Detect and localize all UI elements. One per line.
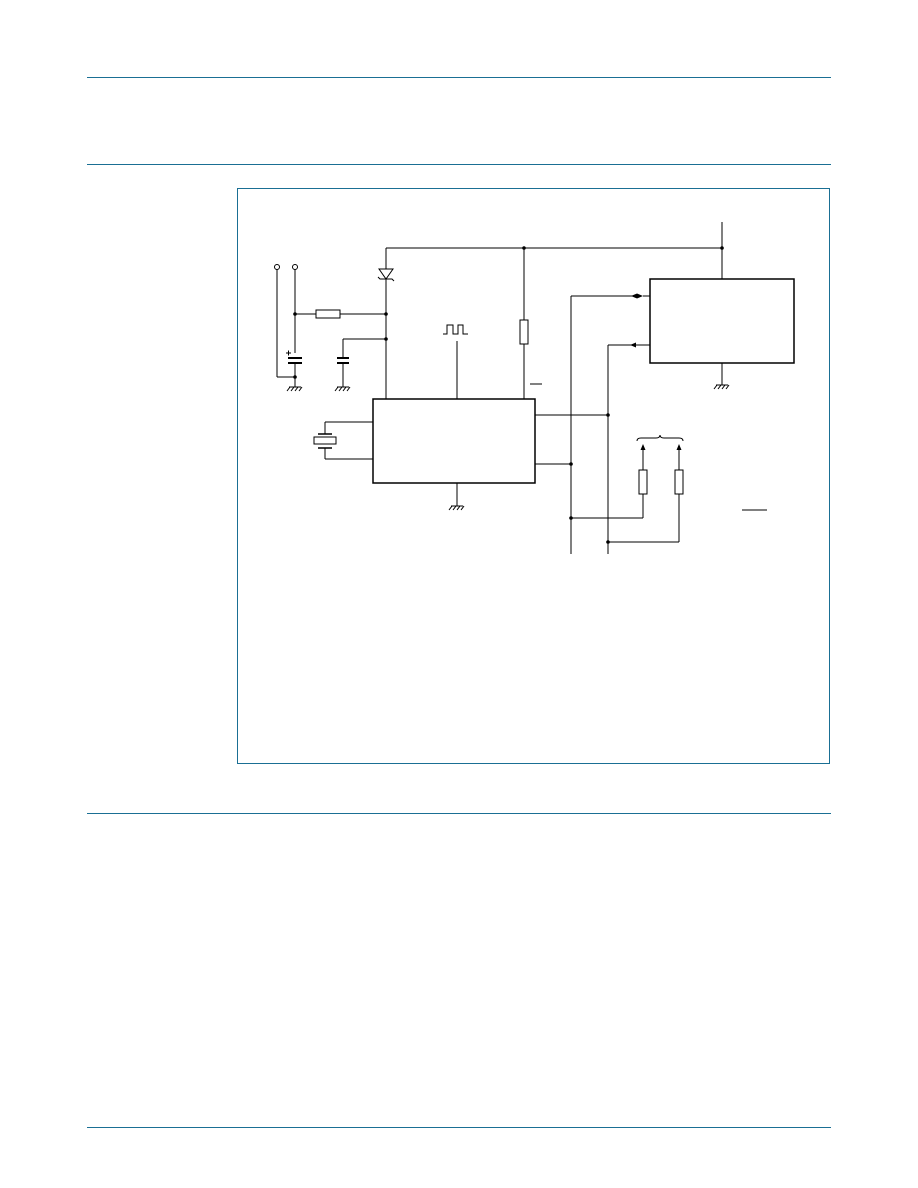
bus-lines: [535, 293, 650, 554]
supply-rail: [386, 222, 724, 279]
crystal: [313, 421, 373, 460]
pull-up-resistor: [519, 248, 542, 399]
figure-frame: [237, 188, 830, 764]
ground-symbols: [286, 384, 730, 511]
footer-rule: [87, 1127, 831, 1128]
section-rule: [87, 813, 831, 814]
circuit-schematic: [274, 222, 795, 554]
series-resistor: [295, 309, 386, 319]
clock-pulse-symbol: [443, 324, 468, 399]
secondary-ic-block: [649, 278, 795, 364]
input-terminal-pair: [274, 264, 298, 379]
zener-diode: [377, 248, 395, 399]
pull-up-resistor-pair: [571, 434, 767, 543]
main-ic-block: [372, 398, 536, 484]
header-rule: [87, 164, 831, 165]
electrolytic-capacitor: [286, 350, 302, 387]
top-rule: [87, 77, 831, 78]
decoupling-capacitor: [337, 338, 386, 387]
